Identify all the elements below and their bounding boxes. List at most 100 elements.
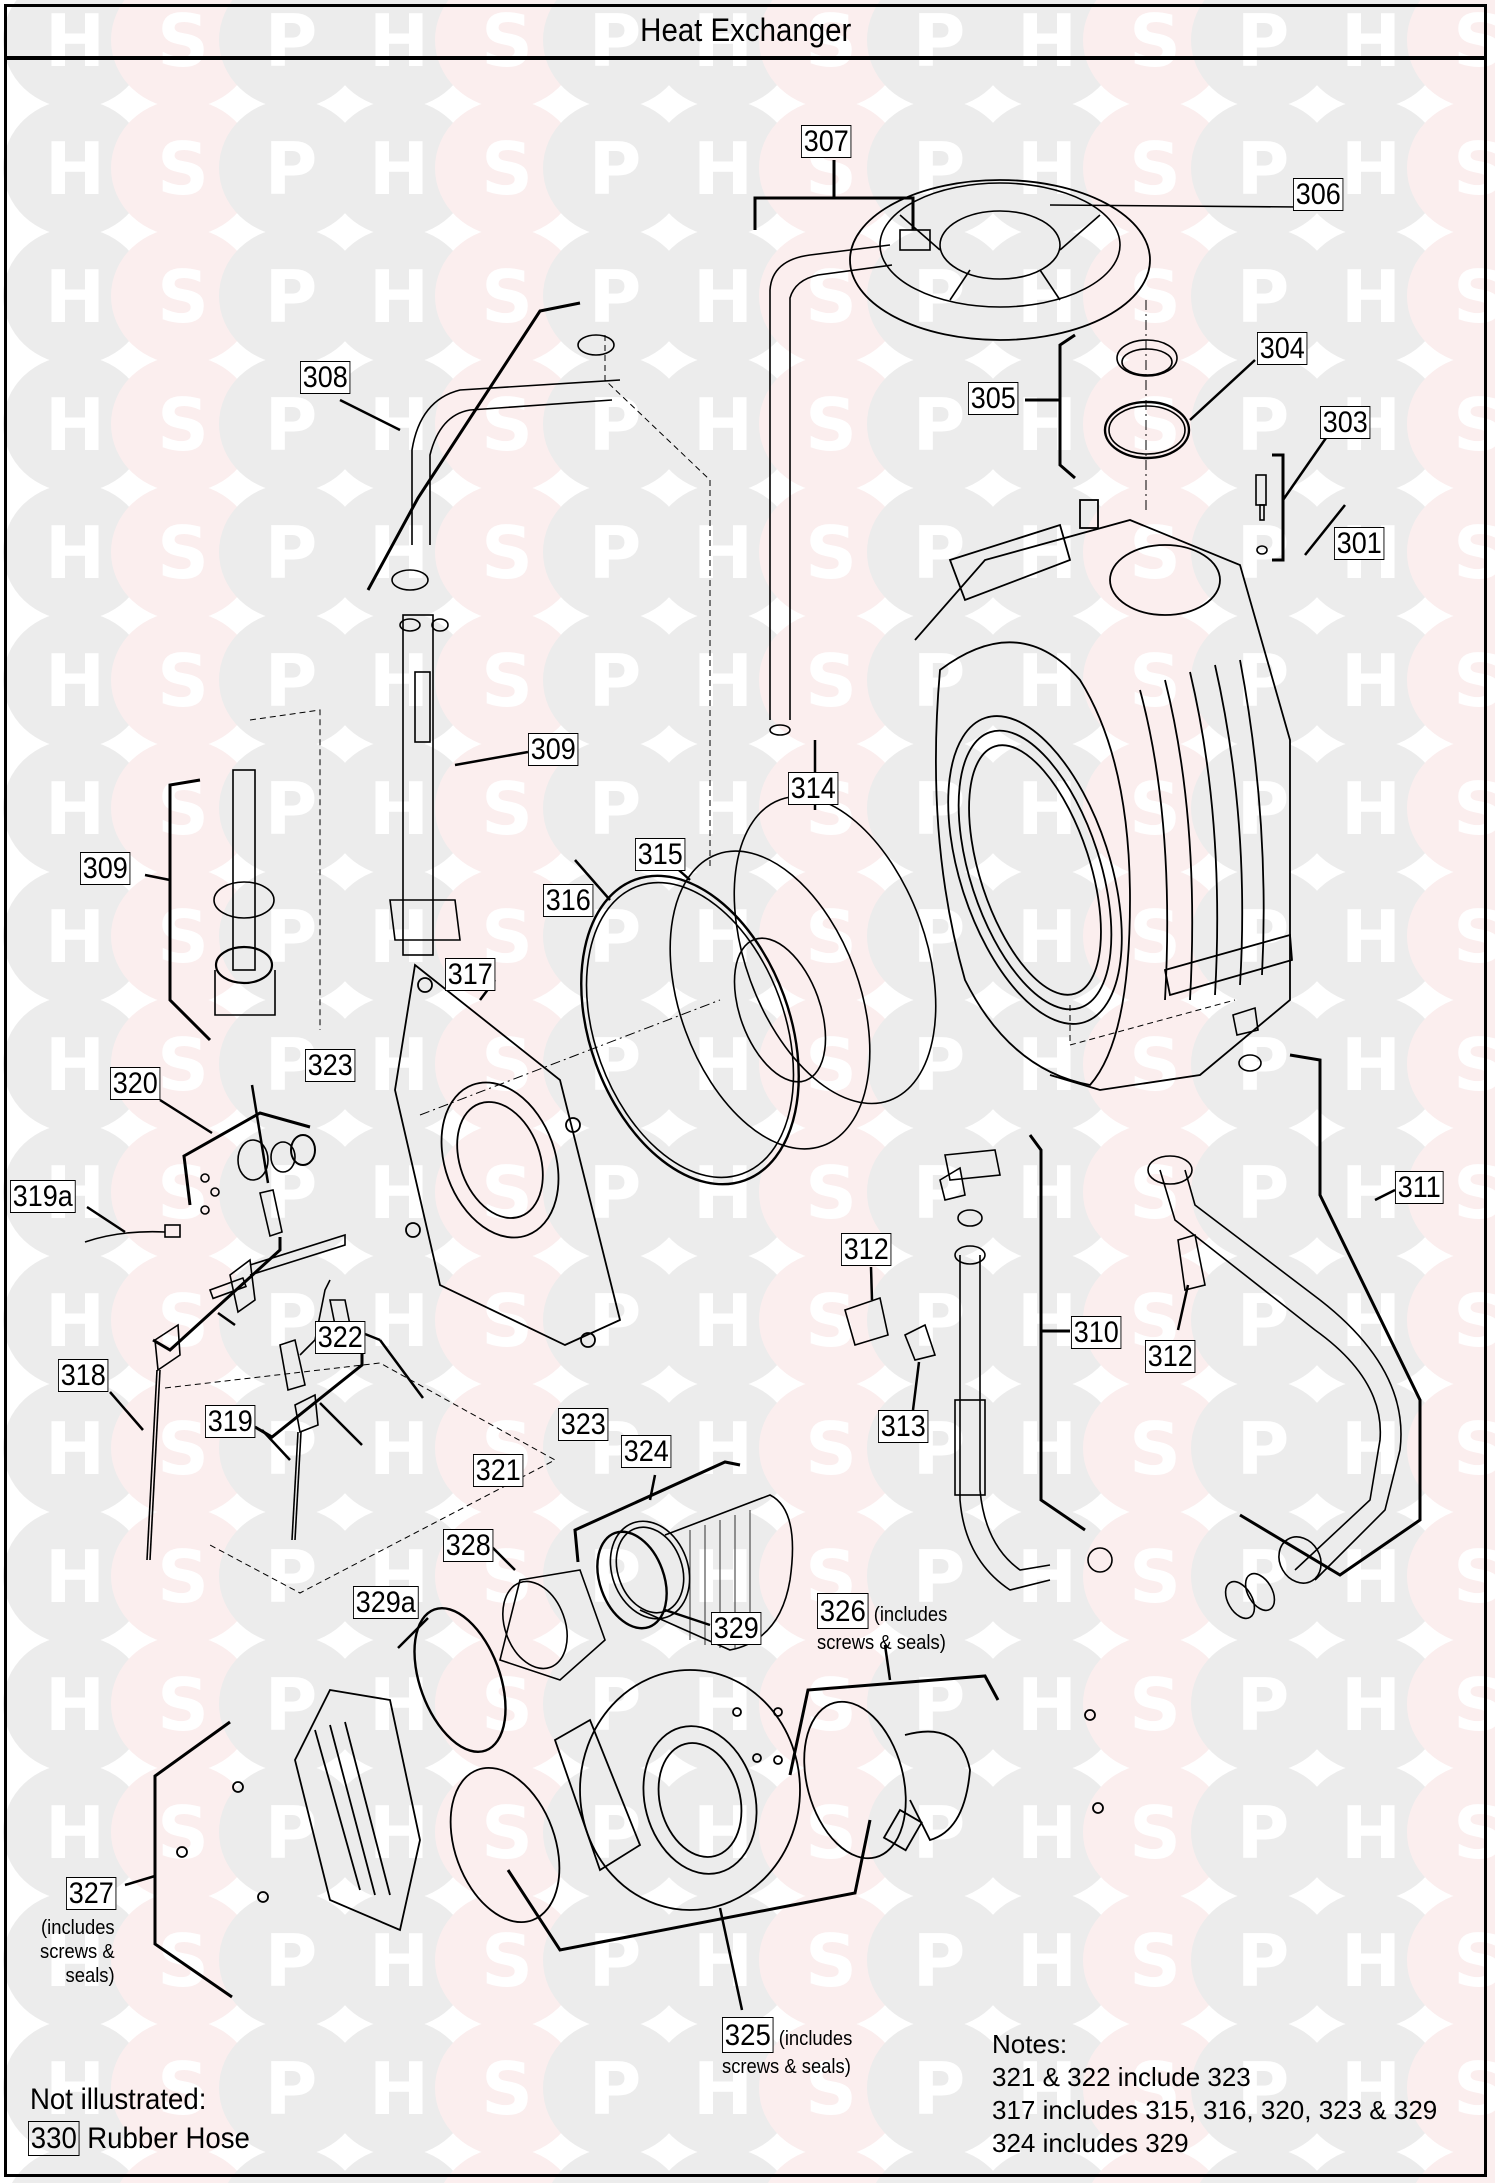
callout-322[interactable]: 322: [315, 1321, 366, 1354]
callout-311[interactable]: 311: [1395, 1171, 1444, 1204]
part-324-burner[interactable]: [597, 1494, 794, 1651]
callout-319a[interactable]: 319a: [10, 1180, 76, 1213]
watermark-circle: [1191, 355, 1335, 493]
part-319-flame-sense-lead[interactable]: [291, 1393, 319, 1541]
watermark-circle: [759, 2019, 903, 2157]
watermark-letter: S: [805, 1407, 857, 1491]
watermark-letter: H: [693, 767, 753, 851]
part-307-hose[interactable]: [769, 244, 893, 736]
callout-325[interactable]: 325: [722, 2017, 774, 2053]
callout-309-spare[interactable]: 309: [80, 852, 131, 885]
part-309-spare-tube[interactable]: [213, 769, 276, 1016]
watermark-letter: S: [157, 1023, 209, 1107]
callout-323-top[interactable]: 323: [305, 1049, 356, 1082]
part-318-ignition-lead[interactable]: [146, 1323, 181, 1561]
callout-320[interactable]: 320: [110, 1067, 161, 1100]
part-328-adaptor[interactable]: [491, 1569, 606, 1681]
callout-324[interactable]: 324: [621, 1435, 672, 1468]
part-327-condensate-sump[interactable]: [176, 1689, 421, 1932]
part-323-gasket-a[interactable]: [259, 1189, 283, 1238]
callout-318[interactable]: 318: [58, 1359, 109, 1392]
part-314-insulation-disc[interactable]: [696, 769, 975, 1131]
callout-306[interactable]: 306: [1293, 178, 1344, 211]
not-illustrated-item[interactable]: 330 Rubber Hose: [28, 2121, 250, 2156]
callout-307[interactable]: 307: [801, 125, 852, 158]
part-310-flow-pipe[interactable]: [944, 1149, 1113, 1591]
callout-305[interactable]: 305: [968, 382, 1019, 415]
watermark-letter: P: [913, 1791, 966, 1875]
part-311-return-pipe[interactable]: [1147, 1155, 1402, 1623]
callout-319[interactable]: 319: [205, 1405, 256, 1438]
part-304-gasket[interactable]: [1103, 400, 1191, 460]
part-316-door-seal[interactable]: [541, 845, 838, 1214]
callout-316[interactable]: 316: [543, 884, 594, 917]
callout-326[interactable]: 326: [817, 1593, 869, 1629]
watermark-letter: H: [45, 2175, 105, 2183]
watermark-letter: H: [369, 1663, 429, 1747]
watermark-letter: H: [45, 895, 105, 979]
callout-303[interactable]: 303: [1320, 406, 1371, 439]
callout-321[interactable]: 321: [473, 1454, 524, 1487]
callout-304[interactable]: 304: [1257, 332, 1308, 365]
callout-314[interactable]: 314: [788, 772, 839, 805]
part-303-temperature-sensor[interactable]: [1255, 474, 1268, 555]
watermark-circle: [111, 99, 255, 237]
part-312-clip-a[interactable]: [844, 1296, 889, 1347]
watermark-letter: P: [1237, 767, 1290, 851]
callout-323-bottom[interactable]: 323: [558, 1408, 609, 1441]
callout-310[interactable]: 310: [1071, 1316, 1122, 1349]
watermark-circle: [543, 99, 687, 237]
part-317-burner-door[interactable]: [394, 963, 622, 1348]
part-321-flame-sensor[interactable]: [279, 1279, 331, 1392]
watermark-letter: H: [693, 1407, 753, 1491]
watermark-letter: S: [481, 1663, 533, 1747]
part-308-connection-pipe[interactable]: [391, 334, 621, 591]
callout-301[interactable]: 301: [1334, 527, 1385, 560]
part-325-fan[interactable]: [431, 1669, 801, 1937]
watermark-circle: [3, 739, 147, 877]
callout-317[interactable]: 317: [445, 958, 496, 991]
callout-312-left[interactable]: 312: [841, 1233, 892, 1266]
part-329a-gasket[interactable]: [397, 1596, 523, 1764]
callout-315[interactable]: 315: [635, 838, 686, 871]
part-319a-flame-sense-lead[interactable]: [84, 1224, 181, 1243]
callout-325-group[interactable]: 325 (includes screws & seals): [722, 2017, 852, 2079]
part-309-tube-assembly[interactable]: [389, 614, 461, 956]
watermark-letter: S: [157, 2175, 209, 2183]
watermark-circle: [867, 1123, 1011, 1261]
watermark-circle: [1299, 995, 1443, 1133]
part-322-ignition-electrode[interactable]: [208, 1233, 346, 1314]
watermark-letter: P: [1237, 2175, 1290, 2183]
watermark-letter: H: [1017, 0, 1077, 83]
watermark-letter: H: [369, 1919, 429, 2003]
part-306-flue-collar[interactable]: [849, 179, 1151, 341]
callout-328[interactable]: 328: [443, 1529, 494, 1562]
watermark-letter: H: [693, 639, 753, 723]
watermark-circle: [435, 995, 579, 1133]
watermark-circle: [867, 2019, 1011, 2157]
callout-329a[interactable]: 329a: [353, 1586, 419, 1619]
callout-313[interactable]: 313: [878, 1410, 929, 1443]
callout-330[interactable]: 330: [28, 2121, 80, 2156]
part-320-sight-glass[interactable]: [200, 1134, 316, 1215]
part-301-heat-exchanger[interactable]: [914, 499, 1293, 1091]
diagram-frame: [4, 4, 1487, 2177]
part-313-nts-sensor[interactable]: [903, 1323, 937, 1361]
callout-308[interactable]: 308: [300, 361, 351, 394]
part-326-venturi[interactable]: [732, 1690, 1104, 1869]
watermark-letter: H: [693, 1151, 753, 1235]
callout-327[interactable]: 327: [66, 1877, 117, 1910]
callout-326-group[interactable]: 326 (includes screws & seals): [817, 1593, 948, 1655]
callout-309-main[interactable]: 309: [528, 733, 579, 766]
part-312-clip-b[interactable]: [1177, 1233, 1206, 1291]
part-329-burner-gasket[interactable]: [585, 1522, 679, 1638]
watermark-letter: S: [805, 1663, 857, 1747]
part-305-seal-ring[interactable]: [1116, 339, 1178, 377]
watermark-letter: P: [589, 2175, 642, 2183]
watermark-letter: P: [913, 1279, 966, 1363]
watermark-letter: S: [1129, 255, 1181, 339]
callout-329[interactable]: 329: [711, 1612, 762, 1645]
callout-312-right[interactable]: 312: [1145, 1340, 1196, 1373]
callout-326-suffix: (includes: [873, 1604, 948, 1626]
watermark-circle: [219, 2019, 363, 2157]
